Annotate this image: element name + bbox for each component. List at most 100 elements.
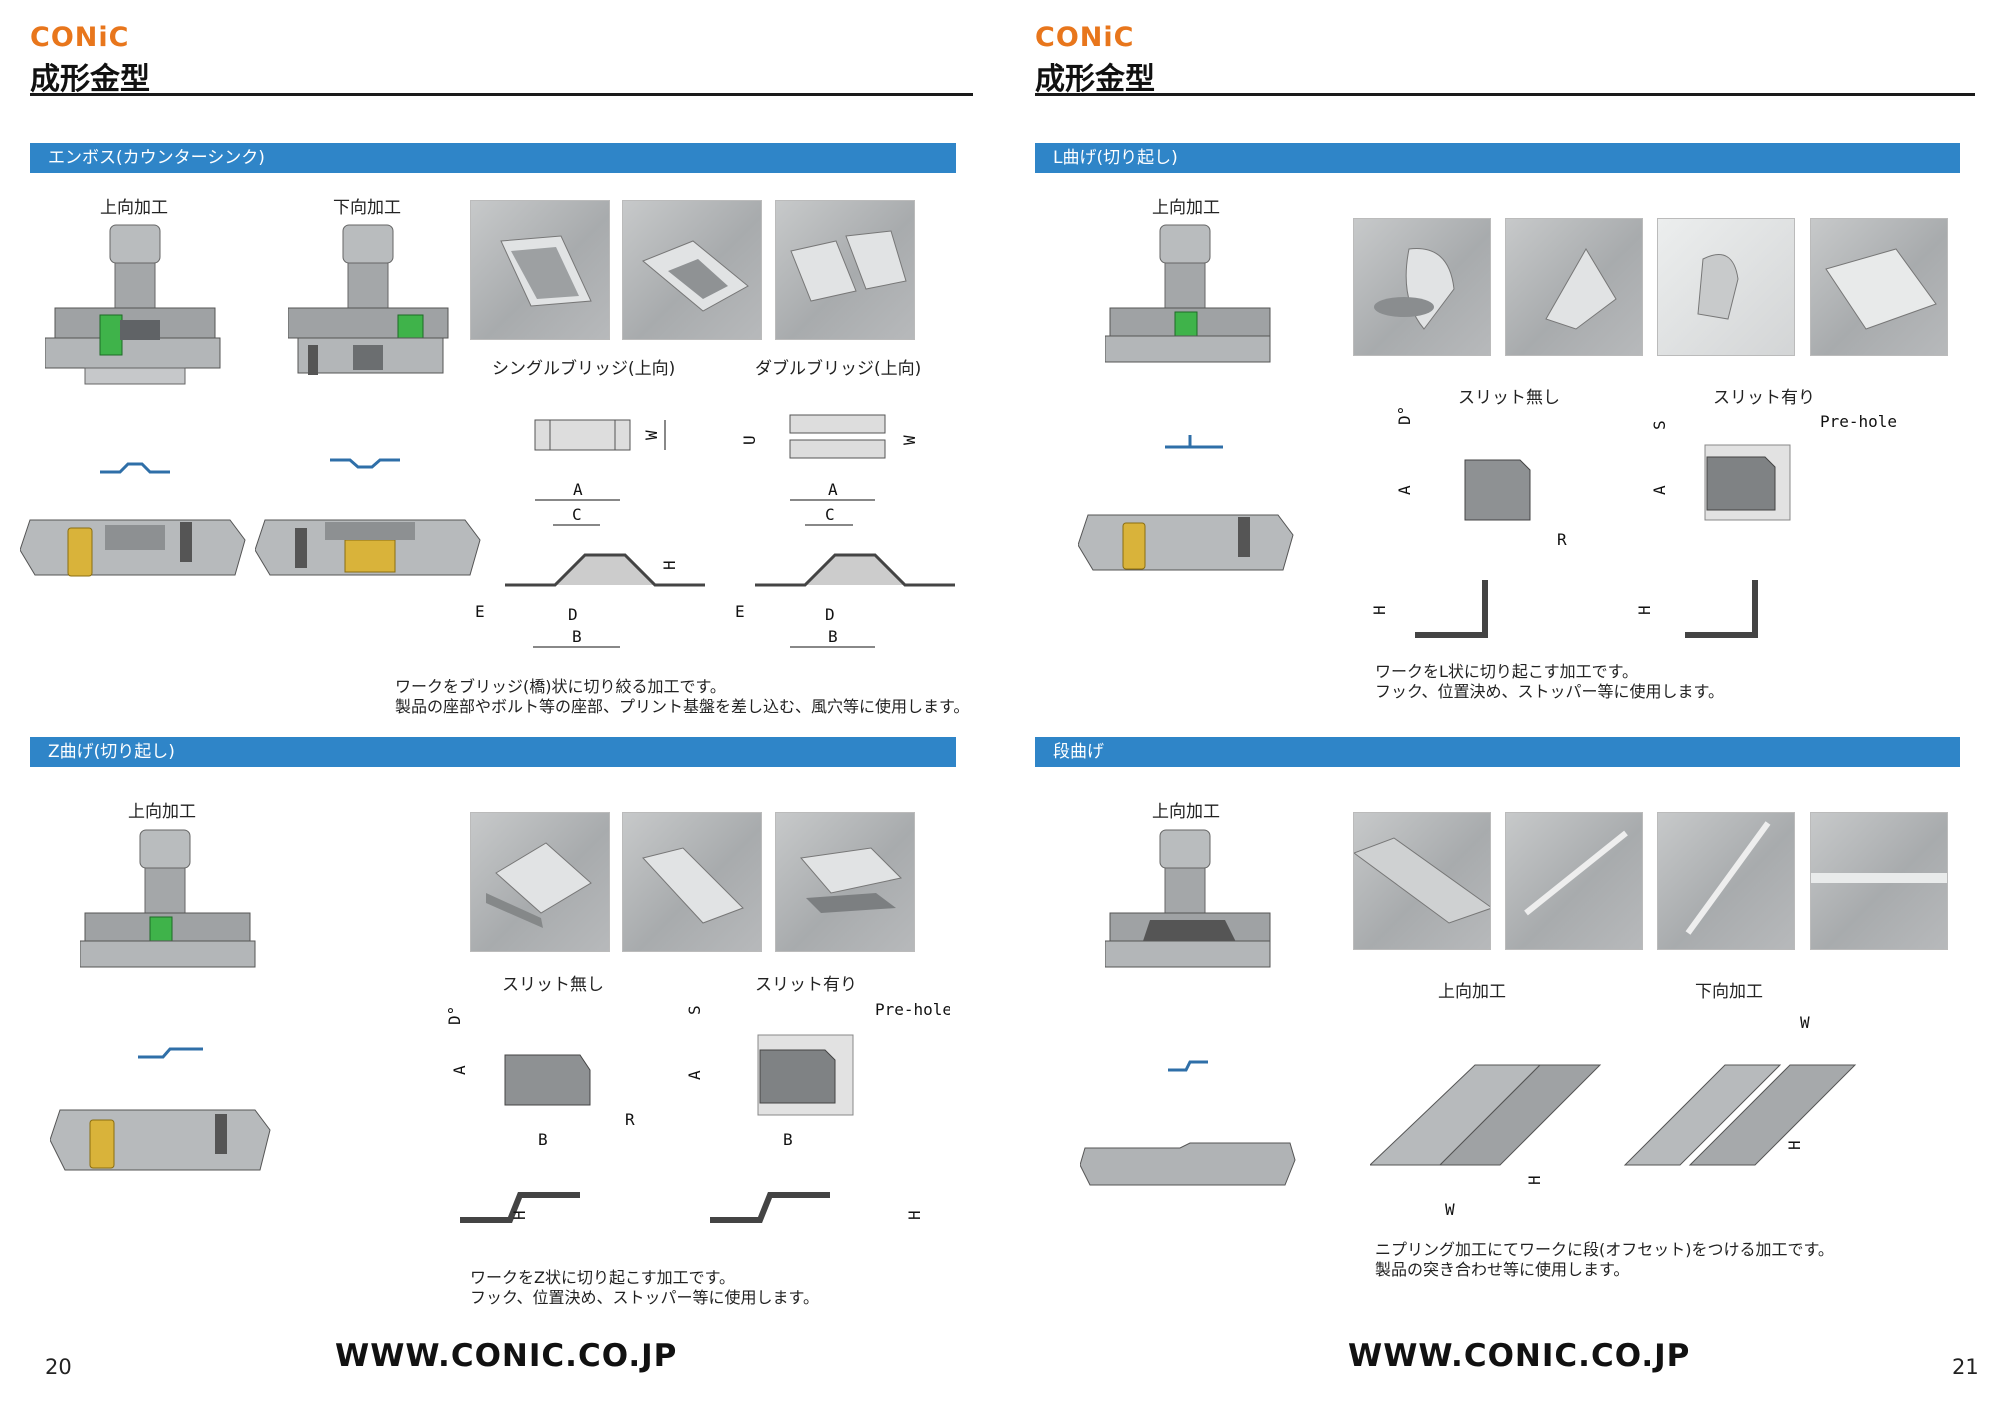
dim-e-single: E xyxy=(475,602,485,621)
emboss-down-lower-die-illustration xyxy=(255,519,481,576)
dim-h-ln: H xyxy=(1370,605,1389,615)
zbend-die-illustration xyxy=(80,829,256,968)
dim-a-single: A xyxy=(573,480,583,499)
lbend-photo-2 xyxy=(1505,218,1643,356)
footer-url[interactable]: WWW.CONIC.CO.JP xyxy=(1348,1338,1691,1374)
zbend-desc-line2: フック、位置決め、ストッパー等に使用します。 xyxy=(470,1288,819,1307)
step-down-label: 下向加工 xyxy=(1695,982,1763,1002)
lbend-die-illustration xyxy=(1105,224,1271,363)
dim-a-ls: A xyxy=(1650,485,1669,495)
lbend-prehole-label: Pre-hole xyxy=(1820,412,1897,431)
dim-a-zn: A xyxy=(450,1065,469,1075)
step-photo-4 xyxy=(1810,812,1948,950)
dim-b-zs: B xyxy=(783,1130,793,1149)
emboss-up-die-illustration xyxy=(45,224,221,385)
dim-w-double: W xyxy=(900,435,919,445)
brand-logo: CONiC xyxy=(1035,22,1135,53)
emboss-up-profile-icon xyxy=(100,462,170,474)
dim-h-zn: H xyxy=(510,1210,529,1220)
step-desc-line1: ニプリング加工にてワークに段(オフセット)をつける加工です。 xyxy=(1375,1240,1834,1259)
emboss-down-die-illustration xyxy=(288,224,449,375)
page-number: 20 xyxy=(45,1355,72,1379)
dim-a-zs: A xyxy=(685,1070,704,1080)
lbend-desc-line2: フック、位置決め、ストッパー等に使用します。 xyxy=(1375,682,1724,701)
step-dimension-diagram: H W W H xyxy=(1370,1013,1857,1219)
zbend-prehole-label: Pre-hole xyxy=(875,1000,950,1019)
single-bridge-label: シングルブリッジ(上向) xyxy=(492,359,676,379)
lbend-up-label: 上向加工 xyxy=(1152,198,1220,218)
dim-c-double: C xyxy=(825,505,835,524)
section-band-zbend: Z曲げ(切り起し) xyxy=(30,737,956,767)
zbend-photo-2 xyxy=(622,812,762,952)
step-lower-die-illustration xyxy=(1080,1142,1296,1186)
dim-b-single: B xyxy=(572,627,582,646)
lbend-photo-4 xyxy=(1810,218,1948,356)
dim-d-zn: D° xyxy=(445,1006,464,1025)
step-photo-3 xyxy=(1657,812,1795,950)
dim-h-ls: H xyxy=(1635,605,1654,615)
step-up-label: 上向加工 xyxy=(1152,802,1220,822)
dim-c-single: C xyxy=(572,505,582,524)
emboss-photo-3 xyxy=(775,200,915,340)
lbend-desc-line1: ワークをL状に切り起こす加工です。 xyxy=(1375,662,1638,681)
dim-d-ln: D° xyxy=(1395,406,1414,425)
zbend-profile-icon xyxy=(138,1047,203,1059)
emboss-down-label: 下向加工 xyxy=(333,198,401,218)
lbend-photo-1 xyxy=(1353,218,1491,356)
emboss-photo-2 xyxy=(622,200,762,340)
zbend-noslit-label: スリット無し xyxy=(502,975,604,995)
lbend-slit-label: スリット有り xyxy=(1713,388,1815,408)
emboss-desc-line1: ワークをブリッジ(橋)状に切り絞る加工です。 xyxy=(395,677,726,696)
zbend-dimension-diagram: A D° R S A Pre-hole B H B H xyxy=(445,1000,950,1223)
step-photo-1 xyxy=(1353,812,1491,950)
step-photo-2 xyxy=(1505,812,1643,950)
dim-r-ln: R xyxy=(1557,530,1567,549)
dim-d-single: D xyxy=(568,605,578,624)
dim-w-step-up: W xyxy=(1445,1200,1455,1219)
step-desc-line2: 製品の突き合わせ等に使用します。 xyxy=(1375,1260,1630,1279)
dim-u-double: U xyxy=(740,435,759,445)
dim-r-zn: R xyxy=(625,1110,635,1129)
dim-b-double: B xyxy=(828,627,838,646)
zbend-photo-3 xyxy=(775,812,915,952)
footer-url[interactable]: WWW.CONIC.CO.JP xyxy=(335,1338,678,1374)
zbend-photo-1 xyxy=(470,812,610,952)
title-rule xyxy=(1035,93,1975,96)
dim-b-zn: B xyxy=(538,1130,548,1149)
zbend-slit-label: スリット有り xyxy=(755,975,857,995)
emboss-photo-1 xyxy=(470,200,610,340)
section-band-lbend: L曲げ(切り起し) xyxy=(1035,143,1960,173)
brand-logo: CONiC xyxy=(30,22,130,53)
step-die-illustration xyxy=(1105,829,1271,968)
page-number: 21 xyxy=(1952,1355,1979,1379)
section-band-emboss: エンボス(カウンターシンク) xyxy=(30,143,956,173)
double-bridge-label: ダブルブリッジ(上向) xyxy=(755,359,922,379)
dim-w-single: W xyxy=(642,430,661,440)
bridge-dimension-diagram: W U W A C D B H E A C D B E xyxy=(475,414,955,648)
emboss-up-lower-die-illustration xyxy=(20,519,246,577)
dim-w-step-down: W xyxy=(1800,1013,1810,1032)
dim-h-step-down: H xyxy=(1785,1140,1804,1150)
dim-e-double: E xyxy=(735,602,745,621)
emboss-desc-line2: 製品の座部やボルト等の座部、プリント基盤を差し込む、風穴等に使用します。 xyxy=(395,697,970,716)
section-band-step: 段曲げ xyxy=(1035,737,1960,767)
page-title: 成形金型 xyxy=(30,62,150,97)
dim-s-ls: S xyxy=(1650,420,1669,430)
lbend-dimension-diagram: D° A R S A Pre-hole H H xyxy=(1370,406,1897,638)
dim-d-double: D xyxy=(825,605,835,624)
dim-h-single: H xyxy=(660,560,679,570)
zbend-desc-line1: ワークをZ状に切り起こす加工です。 xyxy=(470,1268,736,1287)
lbend-profile-icon xyxy=(1165,435,1223,449)
step-profile-icon xyxy=(1168,1060,1208,1072)
dim-h-zs: H xyxy=(905,1210,924,1220)
lbend-photo-3 xyxy=(1657,218,1795,356)
dim-s-zs: S xyxy=(685,1005,704,1015)
zbend-lower-die-illustration xyxy=(50,1109,271,1171)
dim-a-ln: A xyxy=(1395,485,1414,495)
emboss-down-profile-icon xyxy=(330,458,400,469)
zbend-up-label: 上向加工 xyxy=(128,802,196,822)
step-up2-label: 上向加工 xyxy=(1438,982,1506,1002)
emboss-up-label: 上向加工 xyxy=(100,198,168,218)
lbend-noslit-label: スリット無し xyxy=(1458,388,1560,408)
lbend-lower-die-illustration xyxy=(1078,514,1294,571)
